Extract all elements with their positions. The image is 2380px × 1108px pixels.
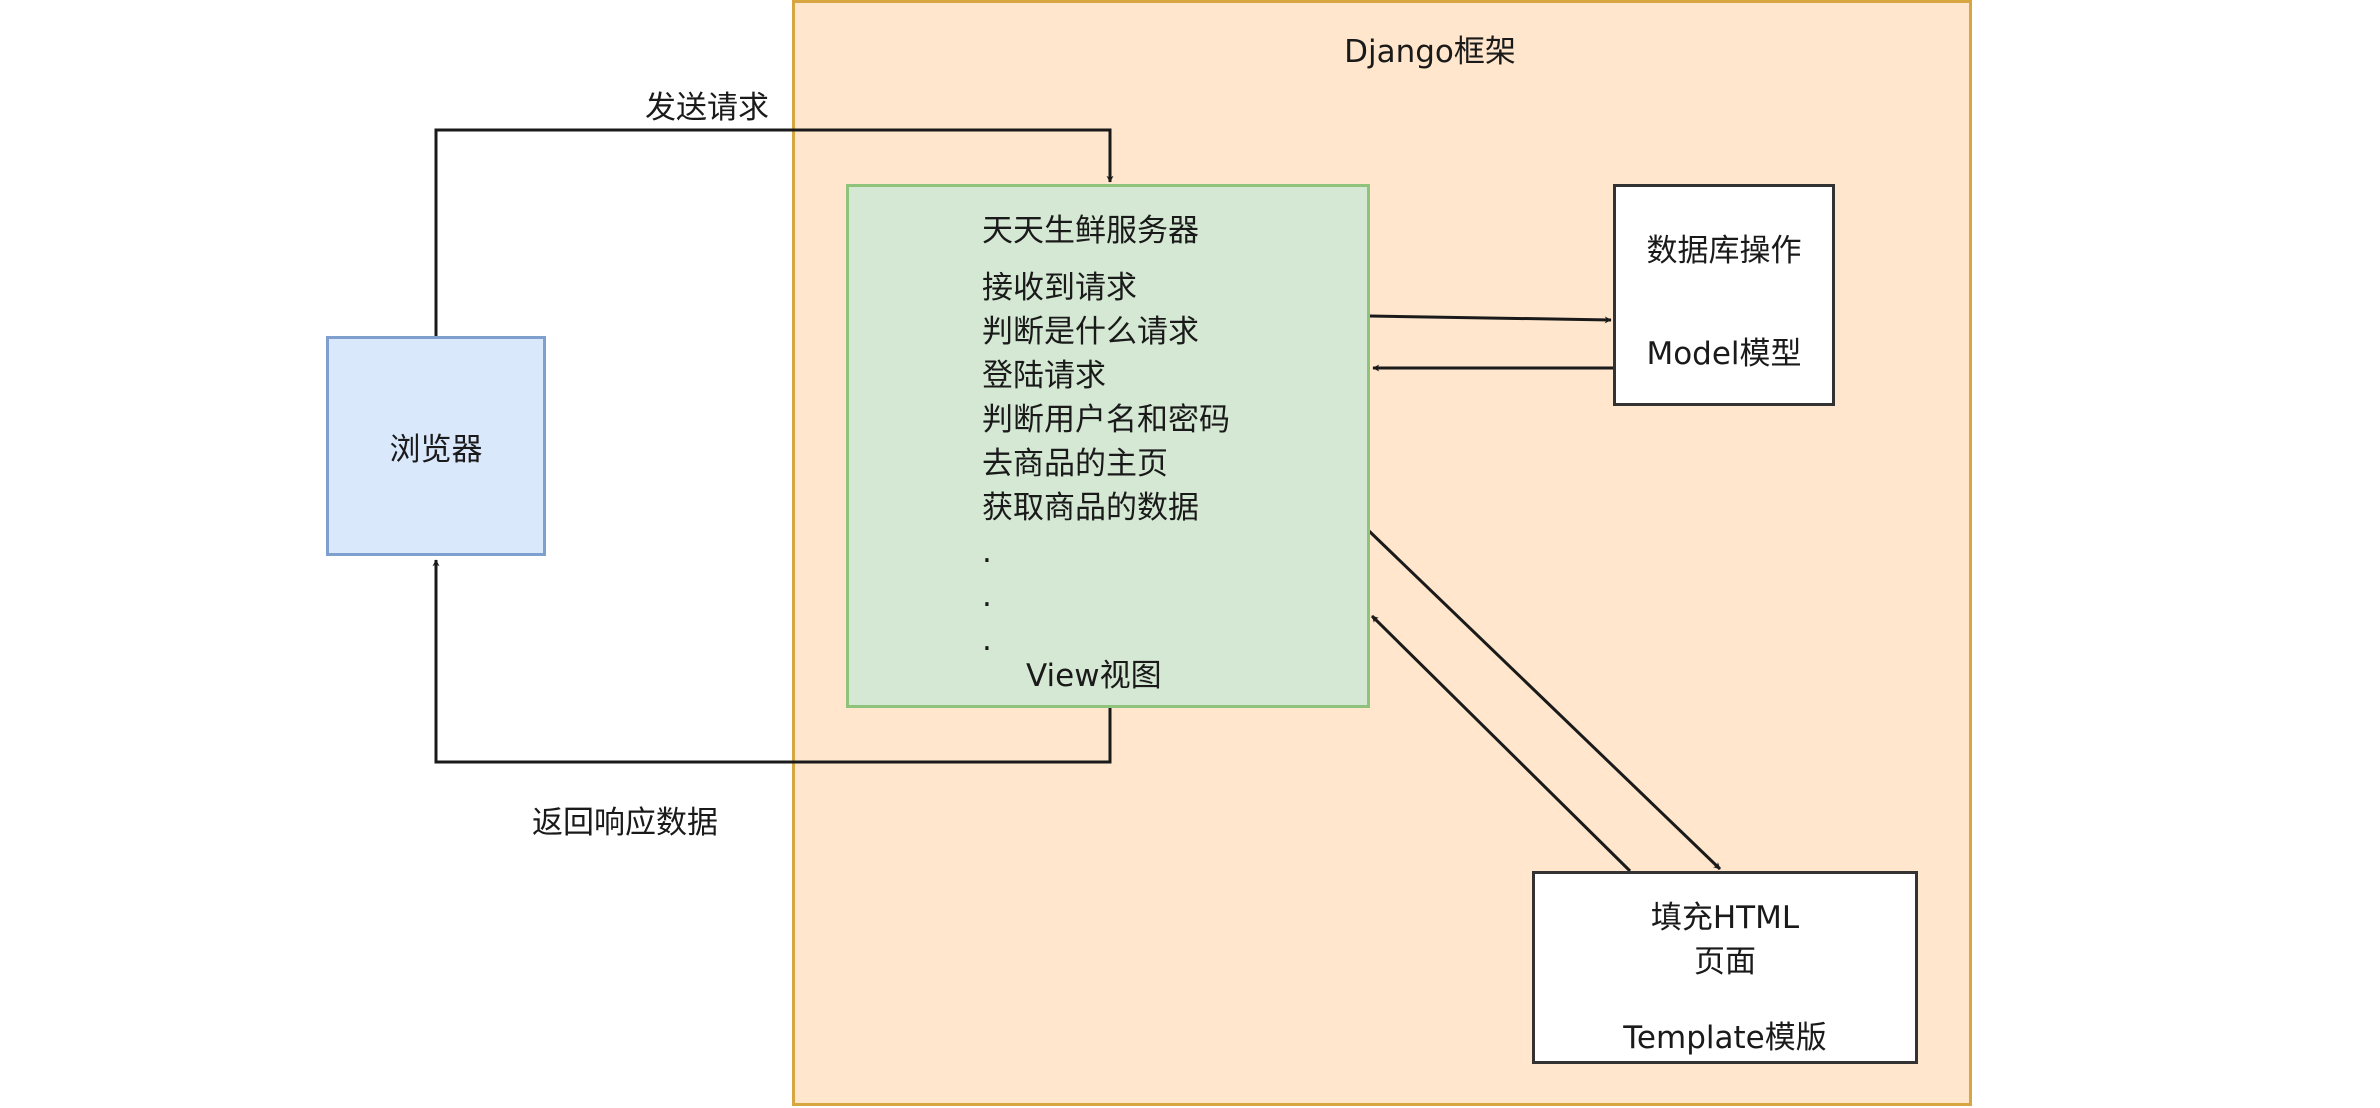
server-to-model-edge xyxy=(1369,314,1612,324)
server-step: 去商品的主页 xyxy=(982,446,1168,482)
server-steps-list: 接收到请求 判断是什么请求 登陆请求 判断用户名和密码 去商品的主页 获取商品的… xyxy=(982,266,1230,662)
server-step: 判断是什么请求 xyxy=(982,314,1199,350)
django-framework-title: Django框架 xyxy=(1344,34,1516,70)
model-db-label: 数据库操作 xyxy=(1646,233,1802,269)
browser-label: 浏览器 xyxy=(389,431,483,468)
view-label: View视图 xyxy=(1026,658,1162,694)
browser-node: 浏览器 xyxy=(326,336,546,556)
server-title: 天天生鲜服务器 xyxy=(982,213,1199,249)
server-step: 判断用户名和密码 xyxy=(982,402,1230,438)
return-response-label: 返回响应数据 xyxy=(532,805,718,841)
server-step: . xyxy=(982,622,992,658)
server-to-template-edge xyxy=(1366,528,1722,871)
template-to-server-edge xyxy=(1370,614,1632,873)
server-step: 登陆请求 xyxy=(982,358,1106,394)
template-page-label: 页面 xyxy=(1694,944,1756,980)
return-response-edge xyxy=(432,559,1112,764)
model-label: Model模型 xyxy=(1646,336,1802,372)
server-step: . xyxy=(982,534,992,570)
server-step: 接收到请求 xyxy=(982,270,1137,306)
template-fill-label: 填充HTML xyxy=(1650,900,1800,936)
server-step: . xyxy=(982,578,992,614)
server-step: 获取商品的数据 xyxy=(982,490,1199,526)
model-node xyxy=(1613,184,1835,406)
template-node xyxy=(1532,871,1918,1064)
template-label: Template模版 xyxy=(1623,1020,1827,1056)
send-request-edge xyxy=(434,128,1114,336)
server-view-node xyxy=(846,184,1370,708)
send-request-label: 发送请求 xyxy=(645,90,769,126)
